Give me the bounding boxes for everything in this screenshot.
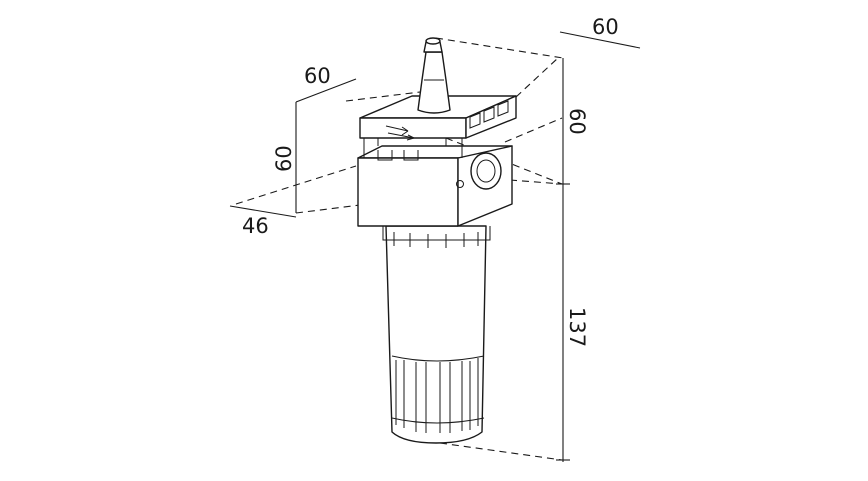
dimension-right-height: 60 — [565, 108, 589, 135]
dimension-top-depth: 60 — [592, 15, 619, 39]
flow-arrow-icon — [385, 125, 409, 136]
dimension-body-height: 60 — [272, 145, 296, 172]
dimension-lines — [229, 31, 641, 462]
dimension-total-height: 137 — [565, 307, 589, 347]
filter-bowl — [382, 225, 491, 444]
dimension-top-width: 60 — [304, 64, 331, 88]
adjustment-stem — [417, 37, 451, 114]
regulator-body — [357, 145, 513, 227]
dimension-body-depth: 46 — [242, 214, 269, 238]
